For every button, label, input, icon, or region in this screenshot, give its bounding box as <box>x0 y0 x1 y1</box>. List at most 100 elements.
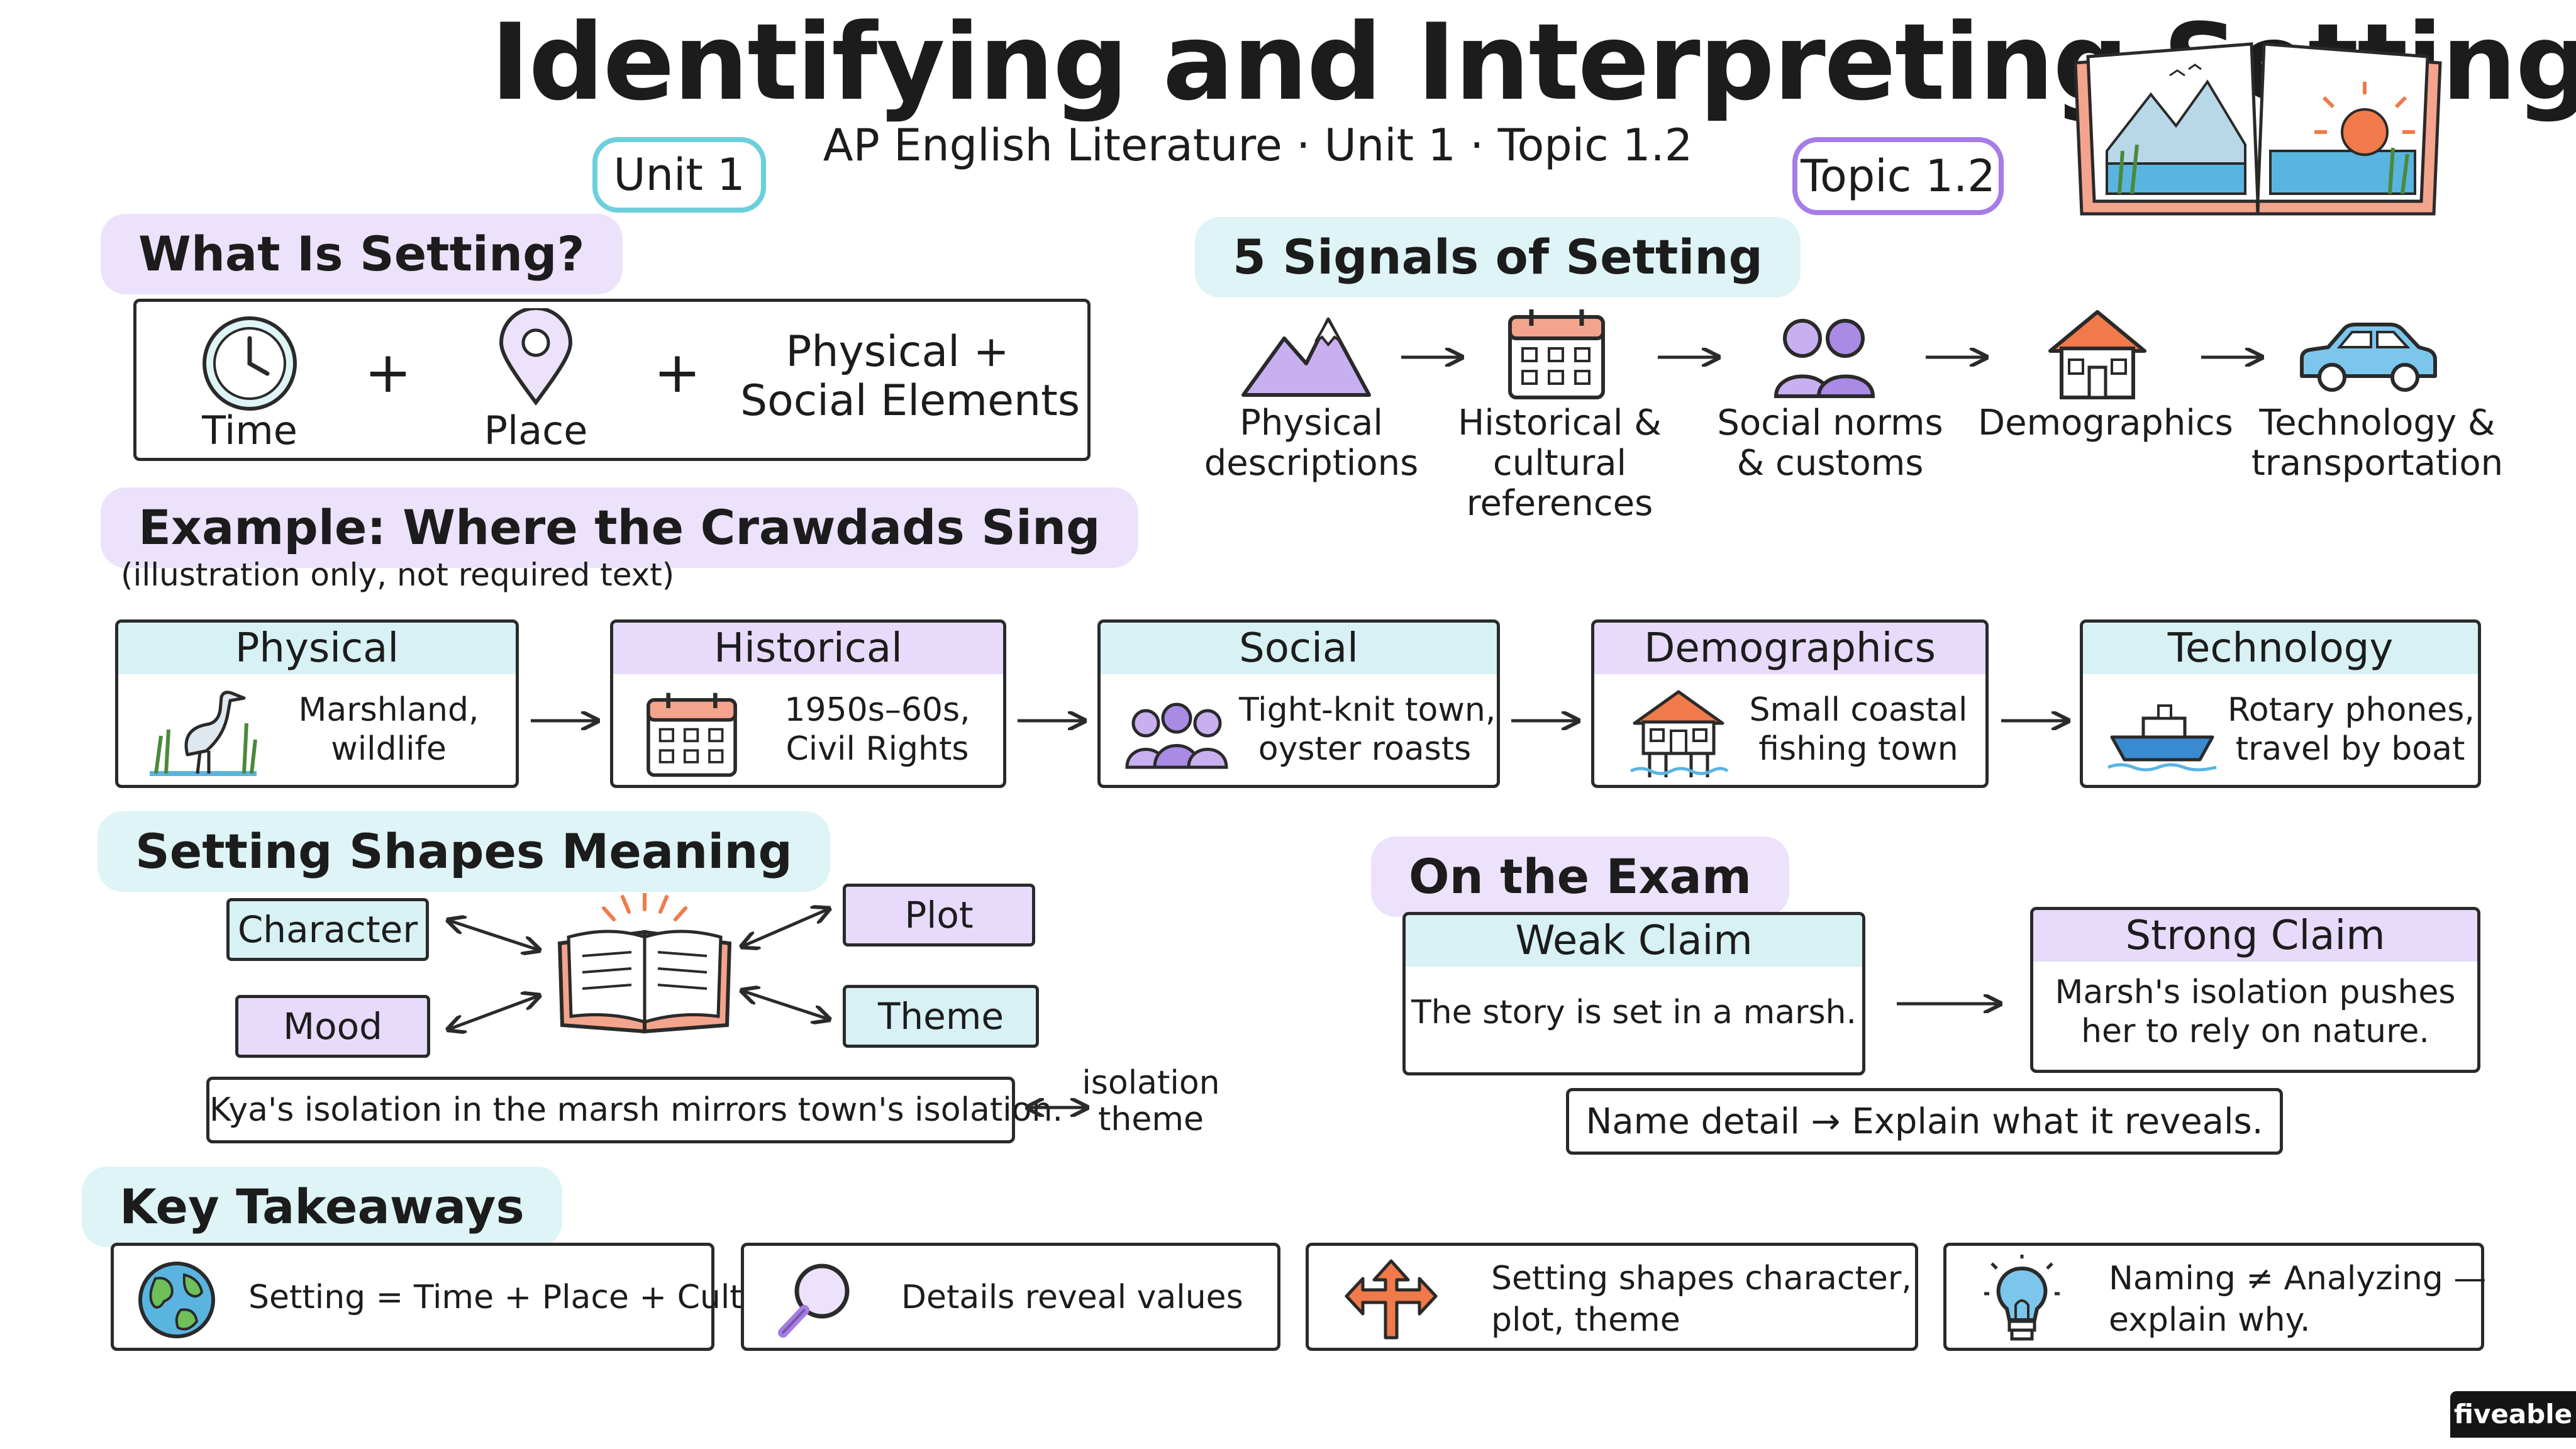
card-title: Physical <box>118 623 516 674</box>
place-label: Place <box>484 408 588 453</box>
weak-claim-text: The story is set in a marsh. <box>1411 994 1857 1031</box>
people-icon <box>1774 319 1875 398</box>
flow-arrow <box>1926 345 1991 370</box>
signal-4-line1: Demographics <box>1978 402 2233 443</box>
strong-claim-card: Strong Claim Marsh's isolation pushes he… <box>2030 907 2480 1073</box>
card-line1: 1950s–60s, <box>784 691 970 729</box>
quote-text: Kya's isolation in the marsh mirrors tow… <box>209 1091 1063 1129</box>
page-title: Identifying and Interpreting Setting <box>491 1 2576 124</box>
signals-heading: 5 Signals of Setting <box>1195 217 1801 297</box>
signal-5-line1: Technology & <box>2259 402 2496 443</box>
mountain-icon <box>1241 316 1371 397</box>
card-line1: Rotary phones, <box>2228 691 2475 729</box>
signal-2-line3: references <box>1466 483 1653 524</box>
double-arrow <box>443 912 550 962</box>
strong-claim-line1: Marsh's isolation pushes <box>2055 974 2456 1011</box>
card-line2: oyster roasts <box>1258 730 1472 768</box>
mood-box: Mood <box>235 995 430 1058</box>
setting-formula-box: Time + Place + Physical + Social Element… <box>133 299 1091 461</box>
signal-5-line2: transportation <box>2251 443 2504 484</box>
elements-line2: Social Elements <box>740 376 1080 426</box>
flow-arrow <box>1018 708 1089 733</box>
double-arrow <box>443 987 550 1038</box>
quote-box: Kya's isolation in the marsh mirrors tow… <box>206 1077 1063 1143</box>
flow-arrow <box>2001 708 2073 733</box>
plus-sign: + <box>364 340 412 406</box>
isolation-note-line2: theme <box>1098 1101 1204 1138</box>
flow-arrow <box>1511 708 1583 733</box>
signal-1-line1: Physical <box>1240 402 1383 443</box>
card-line2: travel by boat <box>2235 730 2465 768</box>
boat-icon <box>2107 704 2217 772</box>
map-pin-icon <box>499 308 573 406</box>
signal-2-line2: cultural <box>1492 443 1627 484</box>
signal-1-line2: descriptions <box>1204 443 1419 484</box>
double-arrow <box>736 899 836 956</box>
card-line2: fishing town <box>1758 730 1958 768</box>
takeaway-1: Setting = Time + Place + Culture <box>111 1243 796 1351</box>
example-card-demographics: Demographics Small coastal fishing town <box>1591 619 1989 788</box>
open-book-landscape-icon <box>2074 42 2442 216</box>
example-card-physical: Physical Marshland, wildlife <box>115 619 519 788</box>
page-subtitle: AP English Literature · Unit 1 · Topic 1… <box>823 119 1693 171</box>
elements-line1: Physical + <box>786 327 1009 377</box>
lightbulb-icon <box>1984 1255 2060 1341</box>
example-heading: Example: Where the Crawdads Sing <box>101 487 1138 568</box>
magnifier-icon <box>778 1263 850 1338</box>
calendar-icon <box>647 692 737 777</box>
card-title: Technology <box>2083 623 2478 674</box>
takeaway-4-line1: Naming ≠ Analyzing — <box>2109 1260 2487 1297</box>
people-icon <box>1125 702 1228 769</box>
car-icon <box>2300 323 2437 392</box>
signal-3-line2: & customs <box>1736 443 1924 484</box>
example-card-historical: Historical 1950s–60s, Civil Rights <box>610 619 1006 788</box>
takeaway-2: Details reveal values <box>741 1243 1280 1351</box>
branch-arrows-icon <box>1345 1259 1438 1340</box>
card-title: Demographics <box>1594 623 1985 674</box>
open-book-icon <box>557 893 732 1034</box>
method-text: Name detail → Explain what it reveals. <box>1585 1101 2263 1142</box>
exam-heading: On the Exam <box>1371 836 1790 917</box>
card-title: Social <box>1101 623 1497 674</box>
weak-claim-card: Weak Claim The story is set in a marsh. <box>1402 912 1865 1075</box>
globe-icon <box>138 1262 215 1338</box>
takeaway-3-line1: Setting shapes character, <box>1491 1260 1912 1297</box>
topic-badge: Topic 1.2 <box>1792 137 2004 215</box>
takeaway-3: Setting shapes character, plot, theme <box>1306 1243 1918 1351</box>
signal-3-line1: Social norms <box>1717 402 1943 443</box>
takeaway-4-line2: explain why. <box>2109 1301 2311 1339</box>
heron-icon <box>150 691 257 776</box>
isolation-note-line1: isolation <box>1082 1064 1220 1102</box>
clock-icon <box>203 316 297 411</box>
method-box: Name detail → Explain what it reveals. <box>1566 1088 2283 1155</box>
strong-claim-title: Strong Claim <box>2033 910 2477 962</box>
shapes-heading: Setting Shapes Meaning <box>97 811 830 892</box>
flow-arrow <box>531 708 602 733</box>
brand-logo: fiveable <box>2450 1391 2576 1438</box>
flow-arrow <box>1401 345 1467 370</box>
theme-box: Theme <box>843 985 1039 1048</box>
takeaway-4: Naming ≠ Analyzing — explain why. <box>1943 1243 2487 1351</box>
character-box: Character <box>226 898 429 961</box>
takeaway-2-text: Details reveal values <box>901 1279 1243 1316</box>
card-line1: Tight-knit town, <box>1239 691 1496 729</box>
calendar-icon <box>1508 309 1605 399</box>
takeaways-heading: Key Takeaways <box>82 1167 562 1247</box>
takeaway-1-text: Setting = Time + Place + Culture <box>248 1279 796 1316</box>
double-arrow <box>1023 1092 1092 1123</box>
card-title: Historical <box>613 623 1003 674</box>
stilt-house-icon <box>1629 690 1729 777</box>
double-arrow <box>736 981 836 1031</box>
card-line2: wildlife <box>331 730 447 768</box>
signal-2-line1: Historical & <box>1458 402 1662 443</box>
card-line2: Civil Rights <box>786 730 969 768</box>
flow-arrow <box>1897 991 2006 1016</box>
weak-claim-title: Weak Claim <box>1406 915 1862 967</box>
plot-box: Plot <box>843 884 1035 947</box>
time-label: Time <box>202 408 297 453</box>
takeaway-3-line2: plot, theme <box>1491 1301 1680 1339</box>
plus-sign-2: + <box>653 340 701 406</box>
house-icon <box>2048 310 2146 399</box>
flow-arrow <box>1658 345 1723 370</box>
card-line1: Marshland, <box>298 691 479 729</box>
